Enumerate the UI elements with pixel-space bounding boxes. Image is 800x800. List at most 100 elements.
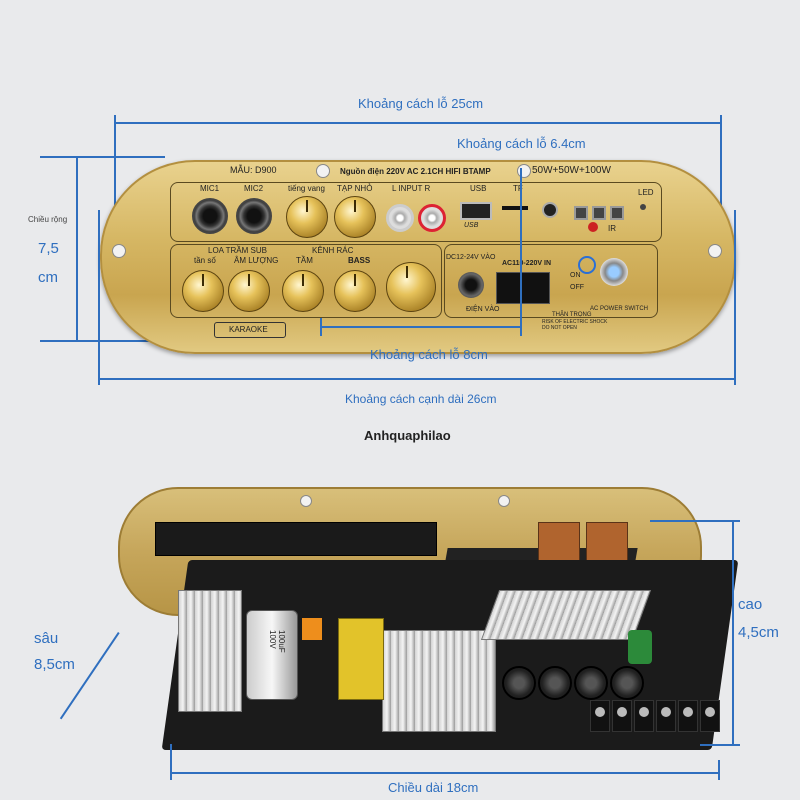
usb-port[interactable] [460, 202, 492, 220]
dim-line-26-right [734, 210, 736, 385]
mic1-label: MIC1 [200, 184, 220, 193]
on-label: ON [570, 272, 581, 279]
dim-line-width [76, 156, 78, 341]
sub-volume-knob[interactable] [228, 270, 270, 312]
ac-in-label: AC110-220V IN [502, 260, 552, 267]
mic1-jack[interactable] [192, 198, 228, 234]
freq-label: tần số [194, 256, 216, 265]
tf-slot[interactable] [502, 206, 528, 210]
noise-knob[interactable] [334, 196, 376, 238]
lower-knob-frame [170, 244, 442, 318]
speaker-terminal-5[interactable] [678, 700, 698, 732]
power-banner: Nguồn điện 220V AC 2.1CH HIFI BTAMP [340, 167, 491, 176]
dim-line-height-bottom [700, 744, 740, 746]
power-switch[interactable] [600, 258, 628, 286]
dim-line-length [170, 772, 718, 774]
dim-width-label: Chiều rộng [28, 215, 68, 224]
dim-width-value-1: 7,5 [38, 240, 59, 257]
speaker-terminal-6[interactable] [700, 700, 720, 732]
usb-label: USB [470, 184, 487, 193]
sub-freq-knob[interactable] [182, 270, 224, 312]
karaoke-logo: KARAOKE [214, 322, 286, 338]
dim-long-edge-26: Khoảng cách cạnh dài 26cm [345, 392, 497, 406]
mount-hole-right [708, 244, 722, 258]
heatsink-center [382, 630, 496, 732]
transformer [338, 618, 384, 700]
inductor-1 [502, 666, 536, 700]
led-label: LED [638, 188, 654, 197]
noise-label: TẠP NHỎ [337, 184, 373, 193]
dim-line-25-right [720, 115, 722, 255]
rca-input-left[interactable] [386, 204, 414, 232]
dim-height-label: cao [738, 596, 763, 613]
dim-line-depth [59, 632, 120, 720]
dc-in-label: DC12-24V VÀO [446, 254, 496, 261]
dim-line-width-bottom [40, 340, 165, 342]
main-volume-knob[interactable] [386, 262, 436, 312]
echo-label: tiếng vang [288, 184, 325, 193]
off-label: OFF [570, 284, 584, 291]
dim-height-value: 4,5cm [738, 624, 779, 641]
watermark-text: Anhquaphilao [364, 428, 451, 443]
capacitor-large: 100uF 100V [246, 610, 298, 700]
speaker-terminal-4[interactable] [656, 700, 676, 732]
power-in-label: ĐIỆN VÀO [466, 306, 500, 313]
speaker-terminal-1[interactable] [590, 700, 610, 732]
inductor-4 [610, 666, 644, 700]
mid-knob[interactable] [282, 270, 324, 312]
input-label: L INPUT R [392, 184, 431, 193]
power-icon [578, 256, 596, 274]
dim-line-height [732, 520, 734, 745]
ir-indicator [588, 222, 598, 232]
bass-label: BASS [348, 256, 371, 265]
ac-socket[interactable] [496, 272, 550, 304]
dc-jack[interactable] [458, 272, 484, 298]
next-button[interactable] [610, 206, 624, 220]
heatsink-right [480, 590, 652, 640]
inductor-3 [574, 666, 608, 700]
speaker-terminal-2[interactable] [612, 700, 632, 732]
dim-width-value-2: cm [38, 269, 58, 286]
sub-freq-label: LOA TRẦM SUB [208, 246, 267, 255]
fuse-orange [302, 618, 322, 640]
karaoke-logo-text: KARAOKE [229, 325, 268, 334]
tf-label: TF [513, 184, 523, 193]
usb-logo: USB [464, 222, 479, 229]
dim-line-8 [320, 326, 520, 328]
front-panel: MẪU: D900 Nguồn điện 220V AC 2.1CH HIFI … [100, 160, 736, 354]
capacitor-print: 100uF 100V [268, 630, 286, 653]
heatsink-left [178, 590, 242, 712]
dim-line-8-left [320, 318, 322, 336]
dim-line-26 [99, 378, 735, 380]
dim-line-length-left [170, 744, 172, 780]
inductor-2 [538, 666, 572, 700]
led-indicator [640, 204, 646, 210]
dim-line-8-right [520, 168, 522, 336]
upper-control-frame [170, 182, 662, 242]
dim-line-length-right [718, 760, 720, 780]
speaker-terminal-3[interactable] [634, 700, 654, 732]
dim-line-width-top [40, 156, 165, 158]
dim-line-height-top [650, 520, 740, 522]
model-label: MẪU: D900 [230, 165, 277, 175]
ac-power-switch-label: AC POWER SWITCH [590, 306, 648, 312]
ir-sensor [542, 202, 558, 218]
mic2-jack[interactable] [236, 198, 272, 234]
mount-hole-top-left [316, 164, 330, 178]
dim-hole-distance-6-4: Khoảng cách lỗ 6.4cm [457, 136, 586, 151]
dim-depth-value: 8,5cm [34, 656, 75, 673]
dim-hole-distance-8: Khoảng cách lỗ 8cm [370, 347, 488, 362]
dim-depth-label: sâu [34, 630, 59, 647]
mount-hole-left [112, 244, 126, 258]
echo-knob[interactable] [286, 196, 328, 238]
channel-label: KÊNH RÁC [312, 246, 354, 255]
plate-hole-1 [300, 495, 312, 507]
rca-input-right[interactable] [418, 204, 446, 232]
bass-knob[interactable] [334, 270, 376, 312]
volume-sub-label: ÂM LƯỢNG [234, 256, 279, 265]
warning-text: RISK OF ELECTRIC SHOCK DO NOT OPEN [542, 319, 608, 331]
prev-button[interactable] [574, 206, 588, 220]
play-button[interactable] [592, 206, 606, 220]
dim-length: Chiều dài 18cm [388, 780, 479, 795]
caution-label: THẬN TRỌNG [552, 312, 592, 318]
